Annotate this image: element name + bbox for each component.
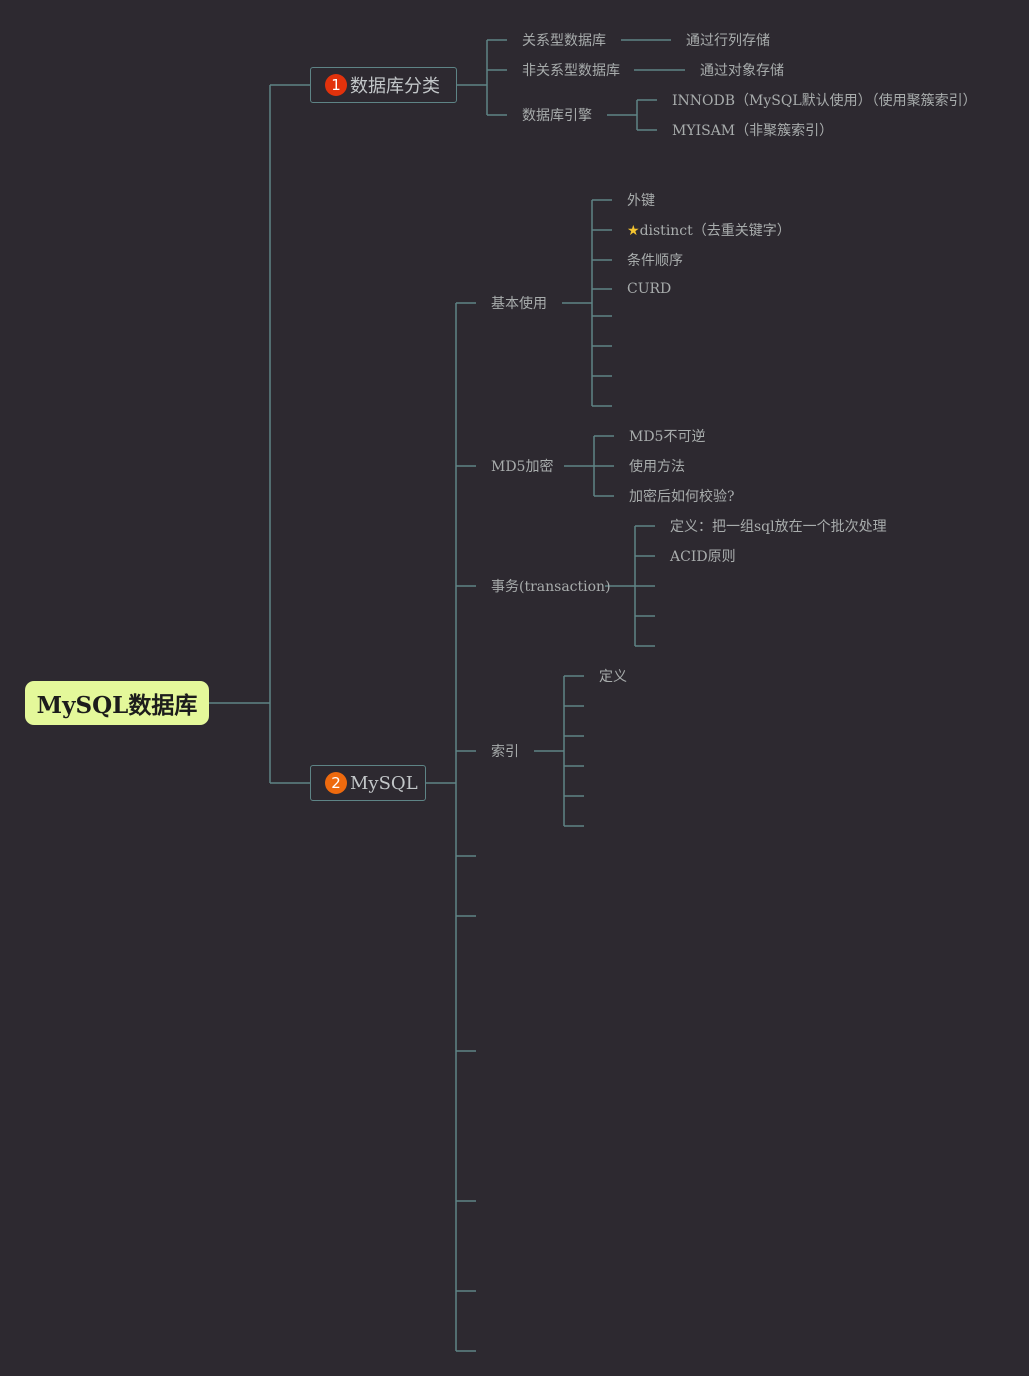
node-foreign-key[interactable]: 外键 bbox=[627, 193, 655, 209]
node-innodb[interactable]: INNODB（MySQL默认使用）（使用聚簇索引） bbox=[672, 93, 977, 109]
branch-label: MySQL bbox=[350, 772, 418, 794]
node-md5-usage[interactable]: 使用方法 bbox=[629, 459, 685, 475]
node-transaction[interactable]: 事务(transaction) bbox=[491, 579, 611, 595]
node-curd[interactable]: CURD bbox=[627, 281, 672, 297]
node-relational-db[interactable]: 关系型数据库 bbox=[522, 33, 606, 49]
branch-db-classification[interactable]: 1 数据库分类 bbox=[310, 67, 457, 103]
node-md5-verify[interactable]: 加密后如何校验? bbox=[629, 489, 735, 505]
node-db-engine[interactable]: 数据库引擎 bbox=[522, 108, 592, 124]
star-icon: ★ bbox=[627, 223, 640, 239]
node-transaction-definition[interactable]: 定义：把一组sql放在一个批次处理 bbox=[670, 519, 887, 535]
node-condition-order[interactable]: 条件顺序 bbox=[627, 253, 683, 269]
node-index-definition[interactable]: 定义 bbox=[599, 669, 627, 685]
branch-label: 数据库分类 bbox=[350, 76, 440, 97]
priority-2-icon: 2 bbox=[325, 772, 347, 794]
node-md5[interactable]: MD5加密 bbox=[491, 459, 554, 475]
priority-1-icon: 1 bbox=[325, 74, 347, 96]
node-acid[interactable]: ACID原则 bbox=[670, 549, 736, 565]
node-index[interactable]: 索引 bbox=[491, 744, 519, 760]
node-row-column-storage[interactable]: 通过行列存储 bbox=[686, 33, 770, 49]
node-md5-irreversible[interactable]: MD5不可逆 bbox=[629, 429, 706, 445]
node-object-storage[interactable]: 通过对象存储 bbox=[700, 63, 784, 79]
node-basic-usage[interactable]: 基本使用 bbox=[491, 296, 547, 312]
node-nonrelational-db[interactable]: 非关系型数据库 bbox=[522, 63, 620, 79]
node-myisam[interactable]: MYISAM（非聚簇索引） bbox=[672, 123, 834, 139]
root-node[interactable]: MySQL数据库 bbox=[25, 681, 209, 725]
node-distinct[interactable]: ★distinct（去重关键字） bbox=[627, 223, 791, 239]
branch-mysql[interactable]: 2 MySQL bbox=[310, 765, 426, 801]
